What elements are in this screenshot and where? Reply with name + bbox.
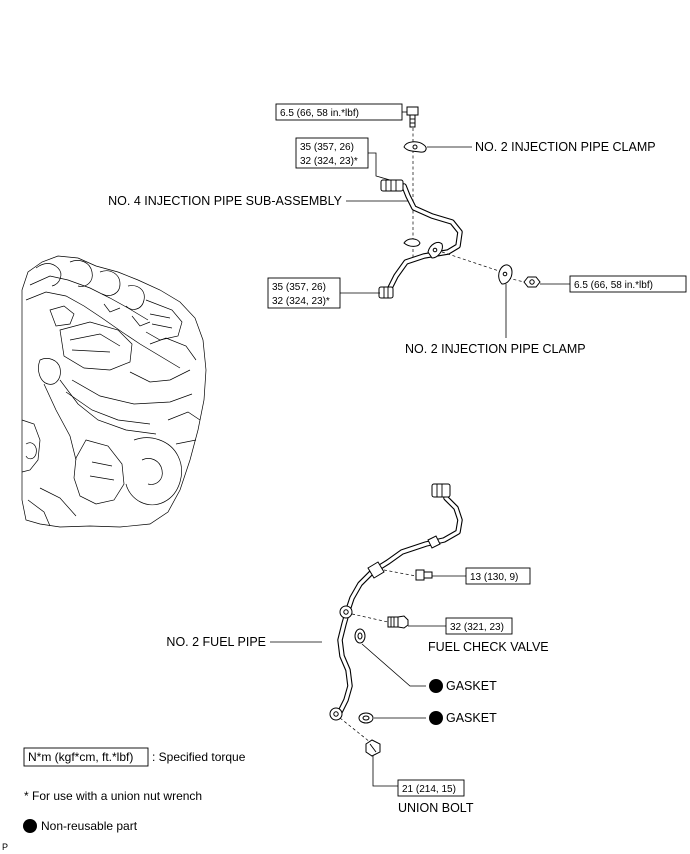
top-bolt-icon (406, 106, 419, 128)
nonreusable-mark-gasket-1 (429, 679, 443, 693)
legend-asterisk-note: * For use with a union nut wrench (24, 789, 202, 803)
union-bolt-label: UNION BOLT (398, 801, 474, 815)
fuel-pipe-bolt-icon (415, 569, 433, 581)
fuel-bolt-torque-text: 13 (130, 9) (470, 572, 518, 583)
leader-gasket-1 (361, 643, 426, 687)
nonreusable-mark-gasket-2 (429, 711, 443, 725)
nut-icon (523, 276, 541, 288)
dashed-axis-union-bolt (339, 717, 371, 743)
legend-nonreusable-icon (23, 819, 37, 833)
dashed-axis-check-valve (351, 613, 389, 623)
fuel-bolt-torque-box (465, 567, 531, 585)
lower-union-torque-line2: 32 (324, 23)* (272, 296, 330, 307)
upper-union-torque-box (295, 137, 369, 169)
union-bolt-torque-box (397, 779, 465, 797)
top-bolt-torque-text: 6.5 (66, 58 in.*lbf) (280, 108, 359, 119)
legend-torque-unit-text: N*m (kgf*cm, ft.*lbf) (28, 750, 133, 764)
corner-mark: P (2, 842, 8, 852)
upper-clamp-label: NO. 2 INJECTION PIPE CLAMP (475, 140, 656, 154)
upper-clamp-icon (403, 141, 427, 153)
lower-union-torque-line1: 35 (357, 26) (272, 282, 326, 293)
nut-torque-box (569, 275, 687, 293)
gasket-1-icon (354, 628, 366, 644)
engine-illustration (21, 255, 207, 528)
check-valve-torque-box (445, 617, 513, 635)
upper-union-torque-line1: 35 (357, 26) (300, 142, 354, 153)
lower-clamp-label: NO. 2 INJECTION PIPE CLAMP (405, 342, 586, 356)
gasket-2-label: GASKET (446, 711, 497, 725)
union-bolt-torque-text: 21 (214, 15) (402, 784, 456, 795)
nut-torque-text: 6.5 (66, 58 in.*lbf) (574, 280, 653, 291)
injection-pipe-no4-icon (378, 179, 463, 299)
leader-union-bolt (372, 756, 398, 787)
leader-upper-union (368, 152, 391, 181)
fuel-pipe-label: NO. 2 FUEL PIPE (166, 635, 266, 649)
union-bolt-icon (365, 739, 381, 757)
middle-clamp-icon (403, 238, 443, 259)
upper-union-torque-line2: 32 (324, 23)* (300, 156, 358, 167)
legend-torque-unit-box (23, 747, 149, 767)
gasket-2-icon (358, 712, 374, 724)
fuel-check-valve-icon (387, 615, 409, 629)
fuel-check-valve-label: FUEL CHECK VALVE (428, 640, 549, 654)
gasket-1-label: GASKET (446, 679, 497, 693)
pipe-sub-assembly-label: NO. 4 INJECTION PIPE SUB-ASSEMBLY (108, 194, 343, 208)
dashed-axis-fuel-bolt (383, 569, 417, 577)
check-valve-torque-text: 32 (321, 23) (450, 622, 504, 633)
lower-clamp-icon (498, 264, 513, 285)
legend-nonreusable-note: Non-reusable part (41, 819, 138, 833)
legend-torque-description: : Specified torque (152, 750, 246, 764)
dashed-axis-upper-diagonal (441, 251, 503, 273)
fuel-pipe-no2-icon (329, 483, 463, 721)
